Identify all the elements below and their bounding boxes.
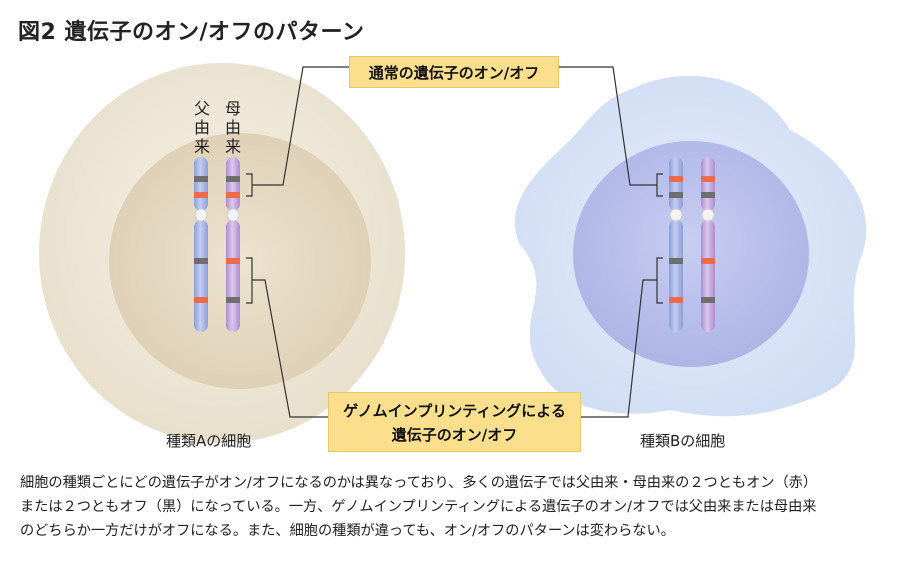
imprinting-label-line2: 遺伝子のオン/オフ xyxy=(391,426,518,444)
gene-on-band xyxy=(226,258,240,264)
leader-a-imprint xyxy=(252,279,328,418)
mother-chromosome-upper xyxy=(701,157,715,211)
caption: 細胞の種類ごとにどの遺伝子がオン/オフになるのかは異なっており、多くの遺伝子では… xyxy=(20,471,910,543)
father-chromosome-lower xyxy=(194,220,208,332)
father-chromosome-upper xyxy=(669,157,683,211)
gene-off-band xyxy=(701,192,715,198)
gene-off-band xyxy=(669,192,683,198)
imprinting-gene-onoff-label: ゲノムインプリンティングによる 遺伝子のオン/オフ xyxy=(328,392,581,452)
caption-line: のどちらか一方だけがオフになる。また、細胞の種類が違っても、オン/オフのパターン… xyxy=(20,523,675,539)
mother-origin-label: 母由来 xyxy=(224,99,241,156)
chromosomes-cell-b xyxy=(669,157,715,332)
gene-off-band xyxy=(226,297,240,303)
father-origin-label: 父由来 xyxy=(193,99,210,156)
gene-off-band xyxy=(701,297,715,303)
gene-off-band xyxy=(194,176,208,182)
gene-on-band xyxy=(194,192,208,198)
gene-on-band xyxy=(669,297,683,303)
caption-line: 細胞の種類ごとにどの遺伝子がオン/オフになるのかは異なっており、多くの遺伝子では… xyxy=(20,475,818,491)
centromere xyxy=(226,208,240,222)
centromere xyxy=(701,208,715,222)
gene-on-band xyxy=(701,258,715,264)
mother-chromosome-lower xyxy=(701,220,715,332)
figure-title: 図2 遺伝子のオン/オフのパターン xyxy=(18,20,365,45)
leader-b-normal xyxy=(559,66,657,186)
normal-gene-onoff-label: 通常の遺伝子のオン/オフ xyxy=(349,56,559,88)
gene-off-band xyxy=(194,258,208,264)
gene-on-band xyxy=(701,176,715,182)
imprinting-label-line1: ゲノムインプリンティングによる xyxy=(343,402,566,420)
centromere xyxy=(194,208,208,222)
chromosomes-cell-a xyxy=(194,157,240,332)
gene-off-band xyxy=(669,258,683,264)
gene-on-band xyxy=(226,192,240,198)
gene-off-band xyxy=(226,176,240,182)
leader-a-normal xyxy=(252,66,349,186)
gene-on-band xyxy=(194,297,208,303)
father-chromosome-lower xyxy=(669,220,683,332)
leader-b-imprint xyxy=(581,279,657,418)
centromere xyxy=(669,208,683,222)
leader-lines xyxy=(246,66,663,418)
cell-b-label: 種類Bの細胞 xyxy=(640,432,726,450)
mother-chromosome-upper xyxy=(226,157,240,211)
gene-on-band xyxy=(669,176,683,182)
cell-a-label: 種類Aの細胞 xyxy=(166,432,252,450)
diagram xyxy=(39,63,867,443)
caption-line: または２つともオフ（黒）になっている。一方、ゲノムインプリンティングによる遺伝子… xyxy=(20,499,817,515)
mother-chromosome-lower xyxy=(226,220,240,332)
father-chromosome-upper xyxy=(194,157,208,211)
cell-b-nucleus xyxy=(573,141,809,367)
